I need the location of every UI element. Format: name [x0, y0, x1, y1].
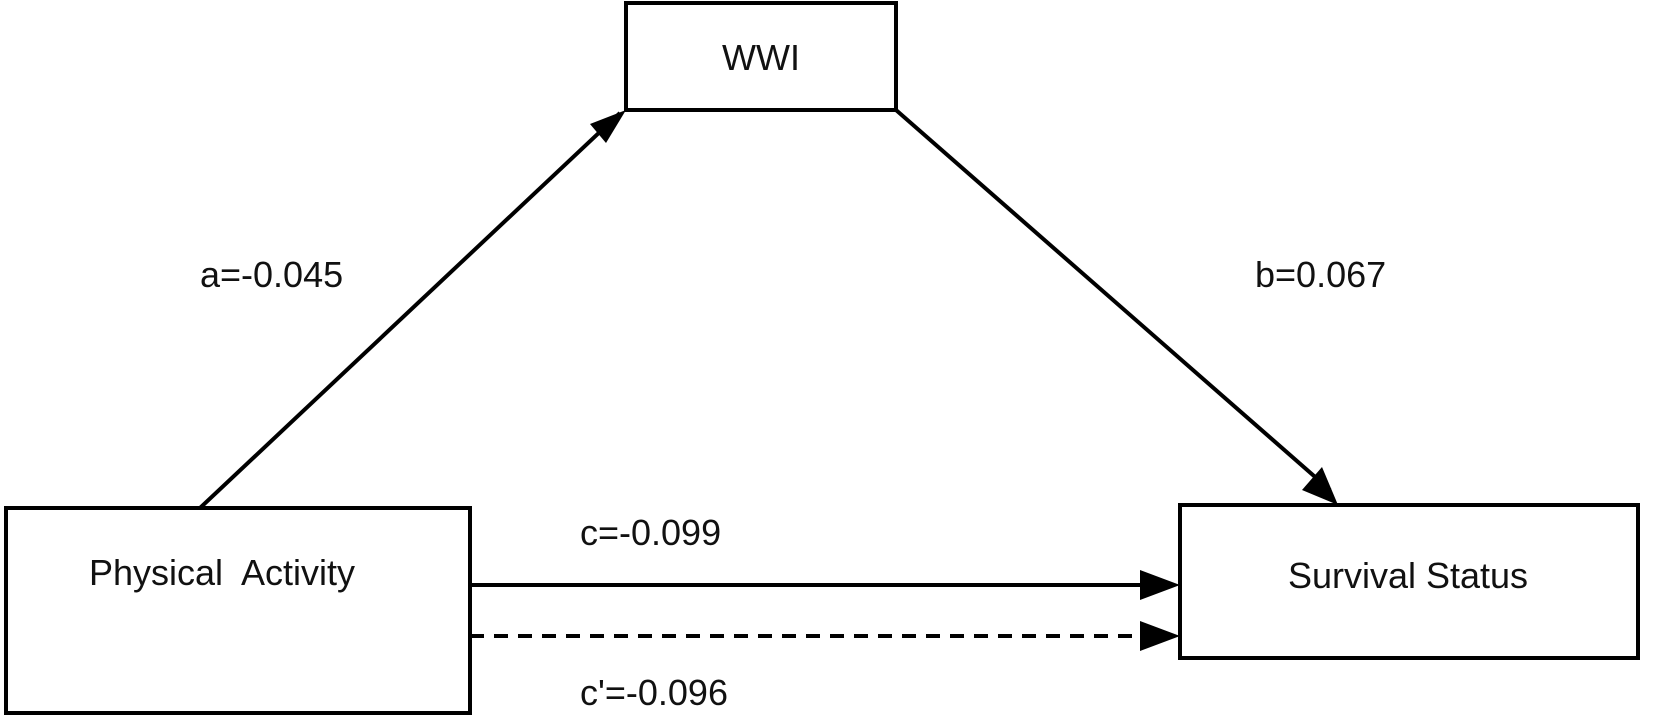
edge-a: a=-0.045 [198, 110, 626, 510]
node-physical-activity-label: Physical Activity [89, 552, 355, 593]
edge-b: b=0.067 [894, 108, 1386, 505]
node-survival-status-label: Survival Status [1288, 555, 1528, 596]
edge-a-label: a=-0.045 [200, 254, 343, 295]
node-physical-activity-box [4, 506, 472, 715]
edge-c: c=-0.099 [470, 512, 1180, 600]
node-physical-activity: Physical Activity [4, 506, 472, 715]
edge-b-line [894, 108, 1332, 492]
edge-c-label: c=-0.099 [580, 512, 721, 553]
node-survival-status-box [1178, 503, 1640, 660]
edge-c-arrowhead [1140, 570, 1180, 600]
node-wwi: WWI [624, 1, 898, 112]
edge-b-label: b=0.067 [1255, 254, 1386, 295]
edge-c-prime: c'=-0.096 [470, 621, 1180, 713]
node-wwi-label: WWI [722, 37, 800, 78]
edge-c-prime-arrowhead [1140, 621, 1180, 651]
edge-a-line [198, 111, 622, 510]
node-survival-status: Survival Status [1178, 503, 1640, 660]
edge-a-arrowhead [590, 110, 626, 143]
edge-b-arrowhead [1302, 467, 1338, 505]
node-wwi-box [624, 1, 898, 112]
edge-c-prime-label: c'=-0.096 [580, 672, 728, 713]
